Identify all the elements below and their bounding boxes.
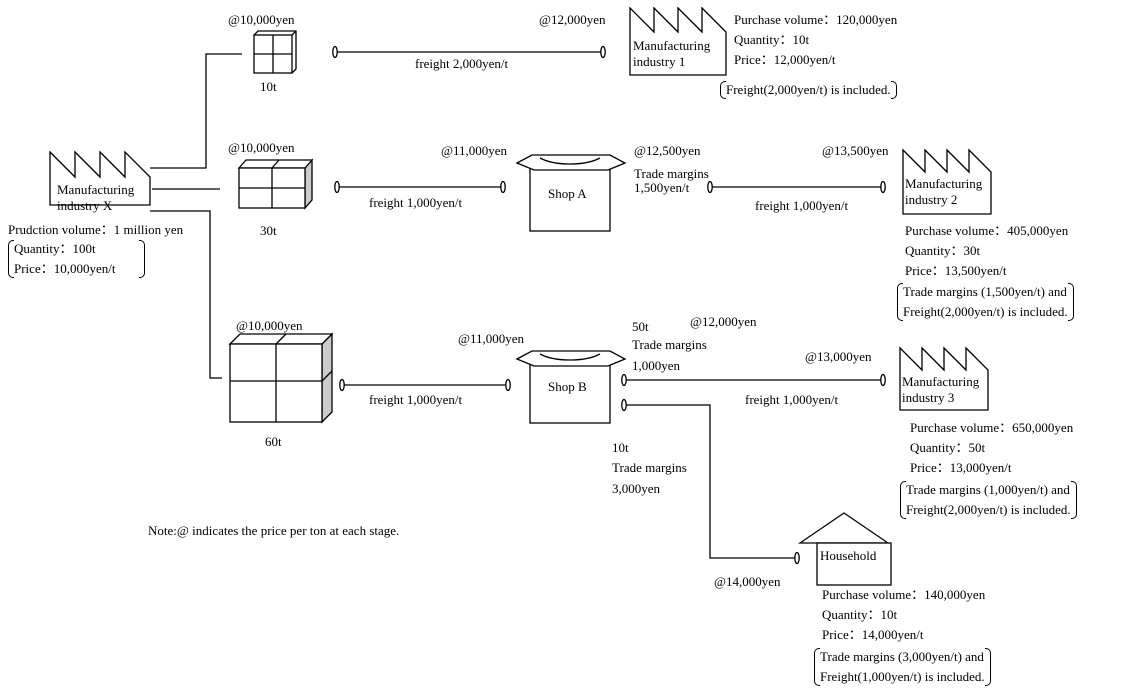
shop-a-out-price: @12,500yen	[634, 143, 701, 159]
household-price: Price：14,000yen/t	[822, 625, 985, 645]
industry1-purchase: Purchase volume：120,000yen	[734, 10, 897, 30]
shop-a-margin-value: 1,500yen/t	[634, 180, 689, 196]
industry1-name-2: industry 1	[633, 54, 685, 70]
household-quantity: Quantity：10t	[822, 605, 985, 625]
industry3-name-2: industry 3	[902, 390, 954, 406]
bot-arrive-price: @11,000yen	[458, 331, 524, 347]
shop-b-hh-qty: 10t	[612, 440, 629, 456]
industry1-note: Freight(2,000yen/t) is included.	[720, 80, 897, 100]
shop-b-label: Shop B	[548, 379, 587, 395]
industry2-name-1: Manufacturing	[905, 176, 982, 192]
top-qty: 10t	[260, 79, 277, 95]
shop-b-hh-dest-price: @14,000yen	[714, 574, 781, 590]
industry2-note-2: Freight(2,000yen/t) is included.	[903, 302, 1068, 322]
mid-freight: freight 1,000yen/t	[369, 195, 462, 211]
top-price: @10,000yen	[228, 12, 295, 28]
shop-a-dest-price: @13,500yen	[822, 143, 889, 159]
shop-b-hh-margin-label: Trade margins	[612, 460, 687, 476]
household-note: Trade margins (3,000yen/t) and Freight(1…	[814, 647, 991, 687]
footnote: Note:@ indicates the price per ton at ea…	[148, 523, 399, 539]
shop-b-to3-dest-price: @13,000yen	[805, 349, 872, 365]
shop-b-to3-freight: freight 1,000yen/t	[745, 392, 838, 408]
cargo-10t-icon	[254, 31, 296, 73]
household-label: Household	[820, 548, 876, 564]
mid-price: @10,000yen	[228, 140, 295, 156]
bot-freight: freight 1,000yen/t	[369, 392, 462, 408]
industry2-info: Purchase volume：405,000yen Quantity：30t …	[905, 221, 1068, 281]
origin-production: Prudction volume：1 million yen	[8, 222, 183, 238]
shop-b-to3-margin-value: 1,000yen	[632, 358, 680, 374]
shop-b-hh-margin-value: 3,000yen	[612, 481, 660, 497]
origin-price: Price：10,000yen/t	[14, 259, 115, 279]
mid-qty: 30t	[260, 223, 277, 239]
shop-b-to3-margin-label: Trade margins	[632, 337, 707, 353]
industry1-quantity: Quantity：10t	[734, 30, 897, 50]
industry1-note-text: Freight(2,000yen/t) is included.	[726, 82, 891, 97]
industry3-quantity: Quantity：50t	[910, 438, 1073, 458]
household-note-1: Trade margins (3,000yen/t) and	[820, 647, 985, 667]
industry3-price: Price：13,000yen/t	[910, 458, 1073, 478]
industry1-price: Price：12,000yen/t	[734, 50, 897, 70]
industry3-note-2: Freight(2,000yen/t) is included.	[906, 500, 1071, 520]
industry3-name-1: Manufacturing	[902, 374, 979, 390]
household-info: Purchase volume：140,000yen Quantity：10t …	[822, 585, 985, 645]
industry2-purchase: Purchase volume：405,000yen	[905, 221, 1068, 241]
industry1-name-1: Manufacturing	[633, 38, 710, 54]
industry2-price: Price：13,500yen/t	[905, 261, 1068, 281]
cargo-30t-icon	[239, 160, 312, 208]
origin-name-2: industry X	[57, 198, 112, 214]
industry2-note: Trade margins (1,500yen/t) and Freight(2…	[897, 282, 1074, 322]
top-arrive-price: @12,000yen	[539, 12, 606, 28]
bot-price: @10,000yen	[236, 318, 303, 334]
industry2-quantity: Quantity：30t	[905, 241, 1068, 261]
origin-name-1: Manufacturing	[57, 182, 134, 198]
origin-details: Quantity：100t Price：10,000yen/t	[8, 239, 145, 279]
household-purchase: Purchase volume：140,000yen	[822, 585, 985, 605]
industry1-info: Purchase volume：120,000yen Quantity：10t …	[734, 10, 897, 70]
industry3-note-1: Trade margins (1,000yen/t) and	[906, 480, 1071, 500]
shop-b-to3-qty: 50t	[632, 319, 649, 335]
shop-a-freight: freight 1,000yen/t	[755, 198, 848, 214]
industry3-info: Purchase volume：650,000yen Quantity：50t …	[910, 418, 1073, 478]
bot-qty: 60t	[265, 434, 282, 450]
cargo-60t-icon	[230, 334, 332, 422]
shop-a-label: Shop A	[548, 186, 587, 202]
industry3-note: Trade margins (1,000yen/t) and Freight(2…	[900, 480, 1077, 520]
shop-b-to3-price: @12,000yen	[690, 314, 757, 330]
origin-quantity: Quantity：100t	[14, 239, 115, 259]
mid-arrive-price: @11,000yen	[441, 143, 507, 159]
industry3-purchase: Purchase volume：650,000yen	[910, 418, 1073, 438]
industry2-name-2: industry 2	[905, 192, 957, 208]
industry2-note-1: Trade margins (1,500yen/t) and	[903, 282, 1068, 302]
household-note-2: Freight(1,000yen/t) is included.	[820, 667, 985, 687]
top-freight: freight 2,000yen/t	[415, 56, 508, 72]
